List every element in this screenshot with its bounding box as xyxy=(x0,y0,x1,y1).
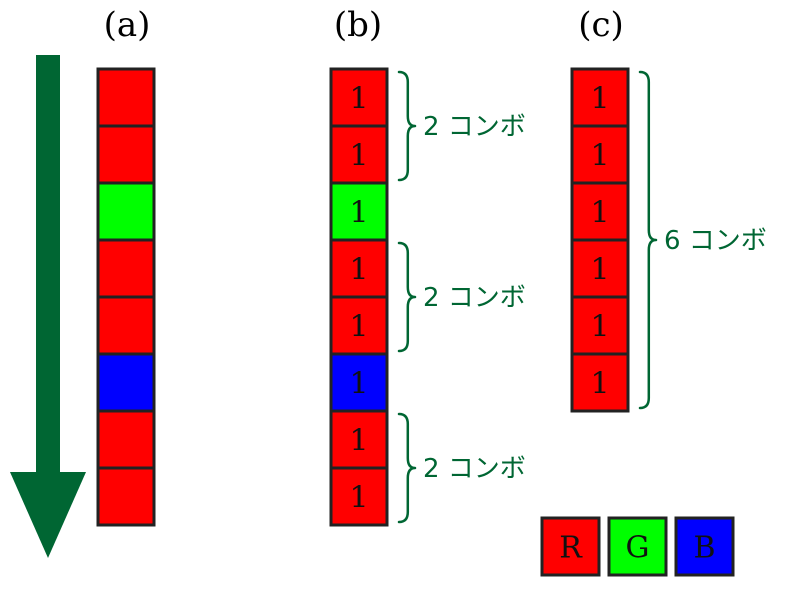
cell-value: 1 xyxy=(590,139,609,174)
cell-a-4 xyxy=(96,295,156,356)
arrow-shaft xyxy=(36,55,60,485)
cell-value: 1 xyxy=(349,481,368,516)
right-brace-icon xyxy=(397,70,417,182)
cell-a-0 xyxy=(96,67,156,128)
right-brace-icon xyxy=(638,70,658,410)
cell-value: 1 xyxy=(590,82,609,117)
cell-a-5 xyxy=(96,352,156,413)
panel-b-column: 1 1 1 1 1 1 1 1 xyxy=(329,67,389,527)
cell-value: 1 xyxy=(590,253,609,288)
cell-a-7 xyxy=(96,466,156,527)
cell-value: 1 xyxy=(349,196,368,231)
panel-c-combos: 6 コンボ xyxy=(638,70,767,410)
panel-c-label: (c) xyxy=(578,5,624,45)
cell-value: 1 xyxy=(590,367,609,402)
legend-label: B xyxy=(693,531,715,566)
combo-label: 2 コンボ xyxy=(423,283,526,313)
cell-c-5 xyxy=(570,352,630,413)
legend-swatch-B xyxy=(674,516,735,577)
cell-a-3 xyxy=(96,238,156,299)
cell-a-6 xyxy=(96,409,156,470)
cell-value: 1 xyxy=(349,82,368,117)
right-brace-icon xyxy=(397,241,417,353)
legend-swatch-G xyxy=(607,516,668,577)
combo-label: 6 コンボ xyxy=(664,226,767,256)
cell-value: 1 xyxy=(590,196,609,231)
cell-value: 1 xyxy=(349,310,368,345)
panel-a-column xyxy=(96,67,156,527)
cell-value: 1 xyxy=(349,367,368,402)
cell-value: 1 xyxy=(349,424,368,459)
panel-b-label: (b) xyxy=(334,5,382,45)
cell-value: 1 xyxy=(349,253,368,288)
cell-b-7 xyxy=(329,466,389,527)
cell-c-1 xyxy=(570,124,630,185)
panel-c-column: 1 1 1 1 1 1 xyxy=(570,67,630,413)
arrow-head xyxy=(10,472,86,558)
cell-a-1 xyxy=(96,124,156,185)
panel-b-combos: 2 コンボ 2 コンボ 2 コンボ xyxy=(397,70,526,524)
legend-label: R xyxy=(559,531,583,566)
panel-a-label: (a) xyxy=(104,5,151,45)
legend-label: G xyxy=(626,531,650,566)
cell-b-5 xyxy=(329,352,389,413)
combo-label: 2 コンボ xyxy=(423,454,526,484)
cell-a-2 xyxy=(96,181,156,242)
cell-value: 1 xyxy=(590,310,609,345)
cell-value: 1 xyxy=(349,139,368,174)
legend-swatch-R xyxy=(540,516,601,577)
down-arrow-icon xyxy=(10,55,86,558)
right-brace-icon xyxy=(397,412,417,524)
cell-b-3 xyxy=(329,238,389,299)
combo-label: 2 コンボ xyxy=(423,112,526,142)
